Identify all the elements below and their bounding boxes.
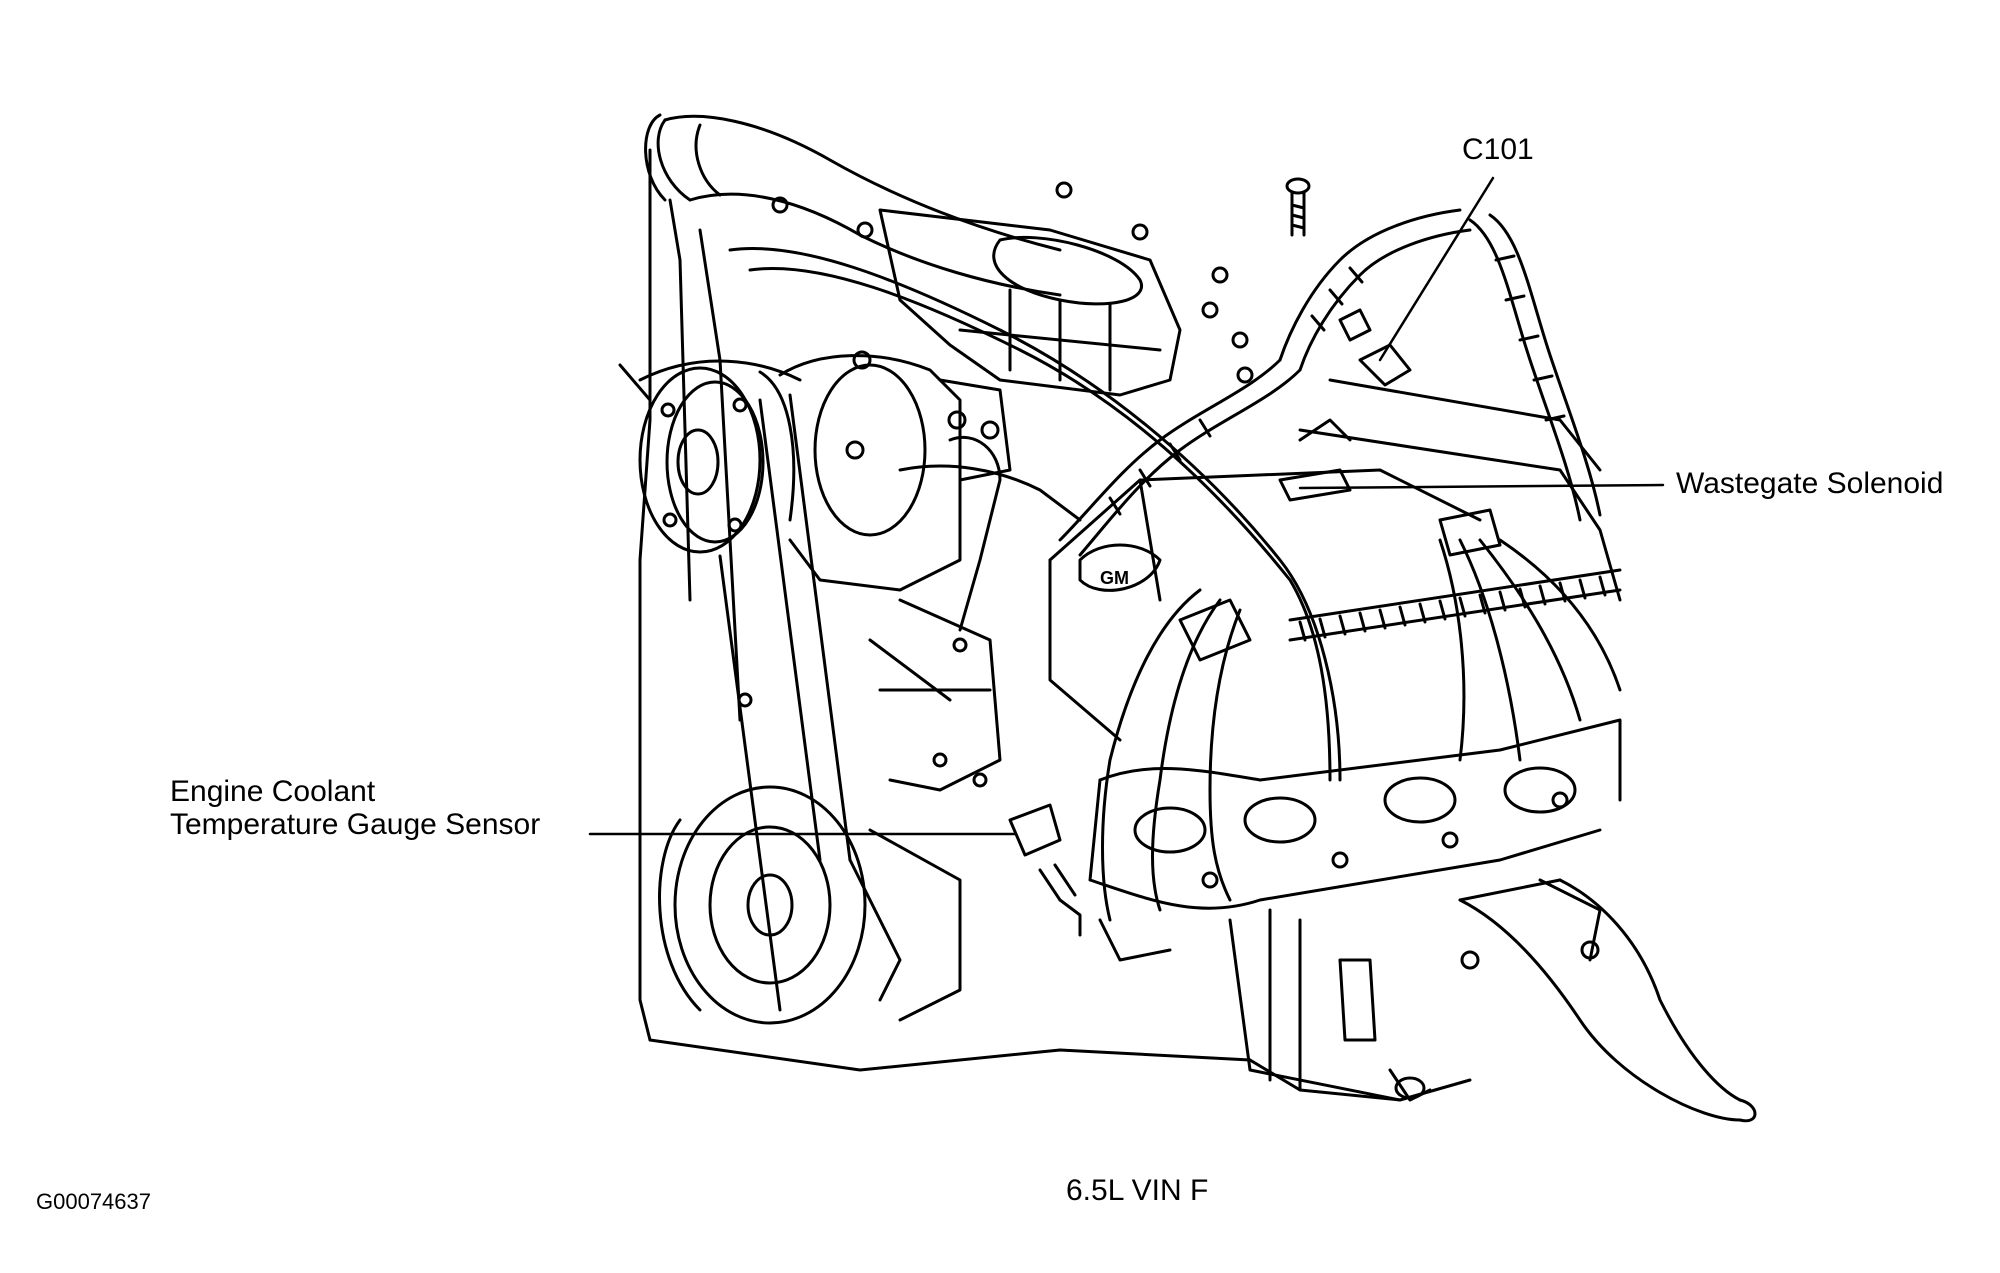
wiring-harness [728,208,1602,782]
callout-coolant-sensor-line1: Engine Coolant [170,775,376,808]
leader-c101 [1378,176,1495,362]
mounting-bracket [737,598,1002,792]
fuel-rail [1288,568,1622,642]
valve-cover: GM [1048,378,1622,742]
top-bolt [1285,177,1311,237]
wastegate-solenoid-part [1278,418,1352,502]
exhaust-downpipe [1458,878,1757,1123]
svg-text:GM: GM [1100,568,1129,588]
callout-coolant-sensor-line2: Temperature Gauge Sensor [170,808,541,841]
callout-c101: C101 [1462,133,1534,166]
crank-pulley [658,785,962,1025]
turbo-housing [771,181,1254,397]
callout-wastegate-solenoid: Wastegate Solenoid [1676,467,1944,500]
oil-pan [1098,918,1432,1102]
callout-coolant-sensor: Engine Coolant Temperature Gauge Sensor [170,775,540,841]
compressor-body [778,350,1012,632]
injection-lines [1101,508,1622,922]
diagram-caption: 6.5L VIN F [1066,1174,1209,1207]
exhaust-manifold [1088,718,1622,910]
intake-tube [644,113,1062,297]
coolant-temp-sensor-part [1008,803,1082,937]
leader-lines [588,176,1665,836]
c101-connector [1338,308,1412,387]
figure-id: G00074637 [36,1189,151,1214]
leader-wastegate [1298,483,1665,490]
